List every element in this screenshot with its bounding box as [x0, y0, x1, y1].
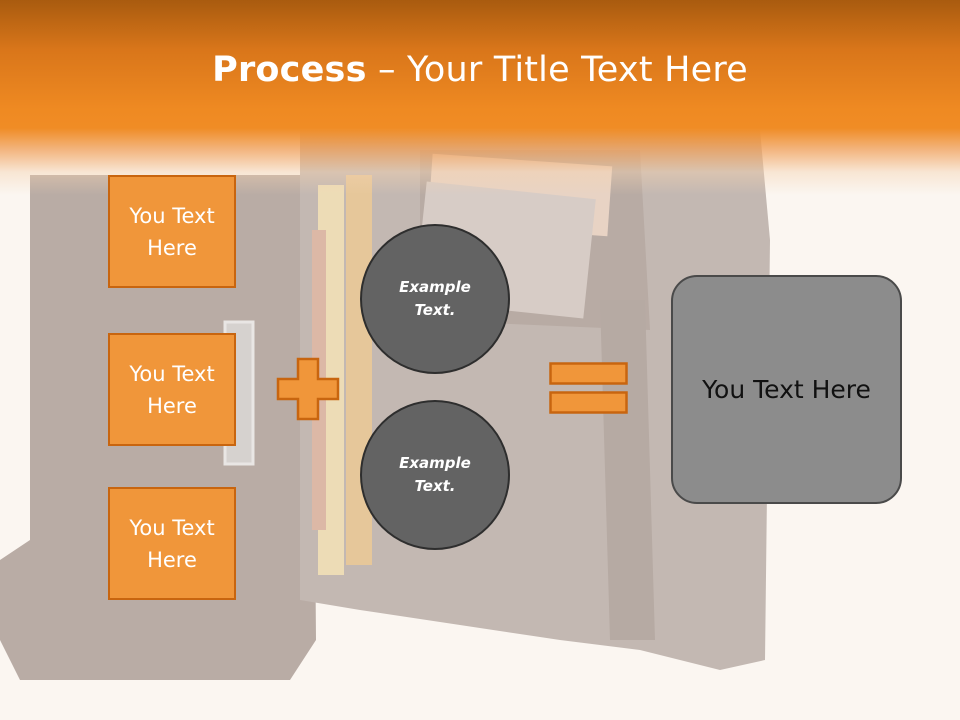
- operand-circle-2-label: Example Text.: [399, 454, 471, 495]
- input-box-2-label: You Text Here: [129, 361, 215, 418]
- operand-circle-1-label: Example Text.: [399, 278, 471, 319]
- operand-circle-2[interactable]: Example Text.: [360, 400, 510, 550]
- slide-title: Process – Your Title Text Here: [0, 50, 960, 90]
- plus-icon: [276, 357, 340, 421]
- operand-circle-1[interactable]: Example Text.: [360, 224, 510, 374]
- title-bold: Process: [212, 50, 367, 90]
- input-box-2[interactable]: You Text Here: [108, 333, 236, 446]
- input-box-3-label: You Text Here: [129, 515, 215, 572]
- title-banner: [0, 0, 960, 195]
- result-box-label: You Text Here: [702, 375, 871, 404]
- input-box-1-label: You Text Here: [129, 203, 215, 260]
- input-box-1[interactable]: You Text Here: [108, 175, 236, 288]
- result-box[interactable]: You Text Here: [671, 275, 902, 504]
- equals-icon: [549, 362, 628, 414]
- title-rest: – Your Title Text Here: [366, 50, 748, 90]
- input-box-3[interactable]: You Text Here: [108, 487, 236, 600]
